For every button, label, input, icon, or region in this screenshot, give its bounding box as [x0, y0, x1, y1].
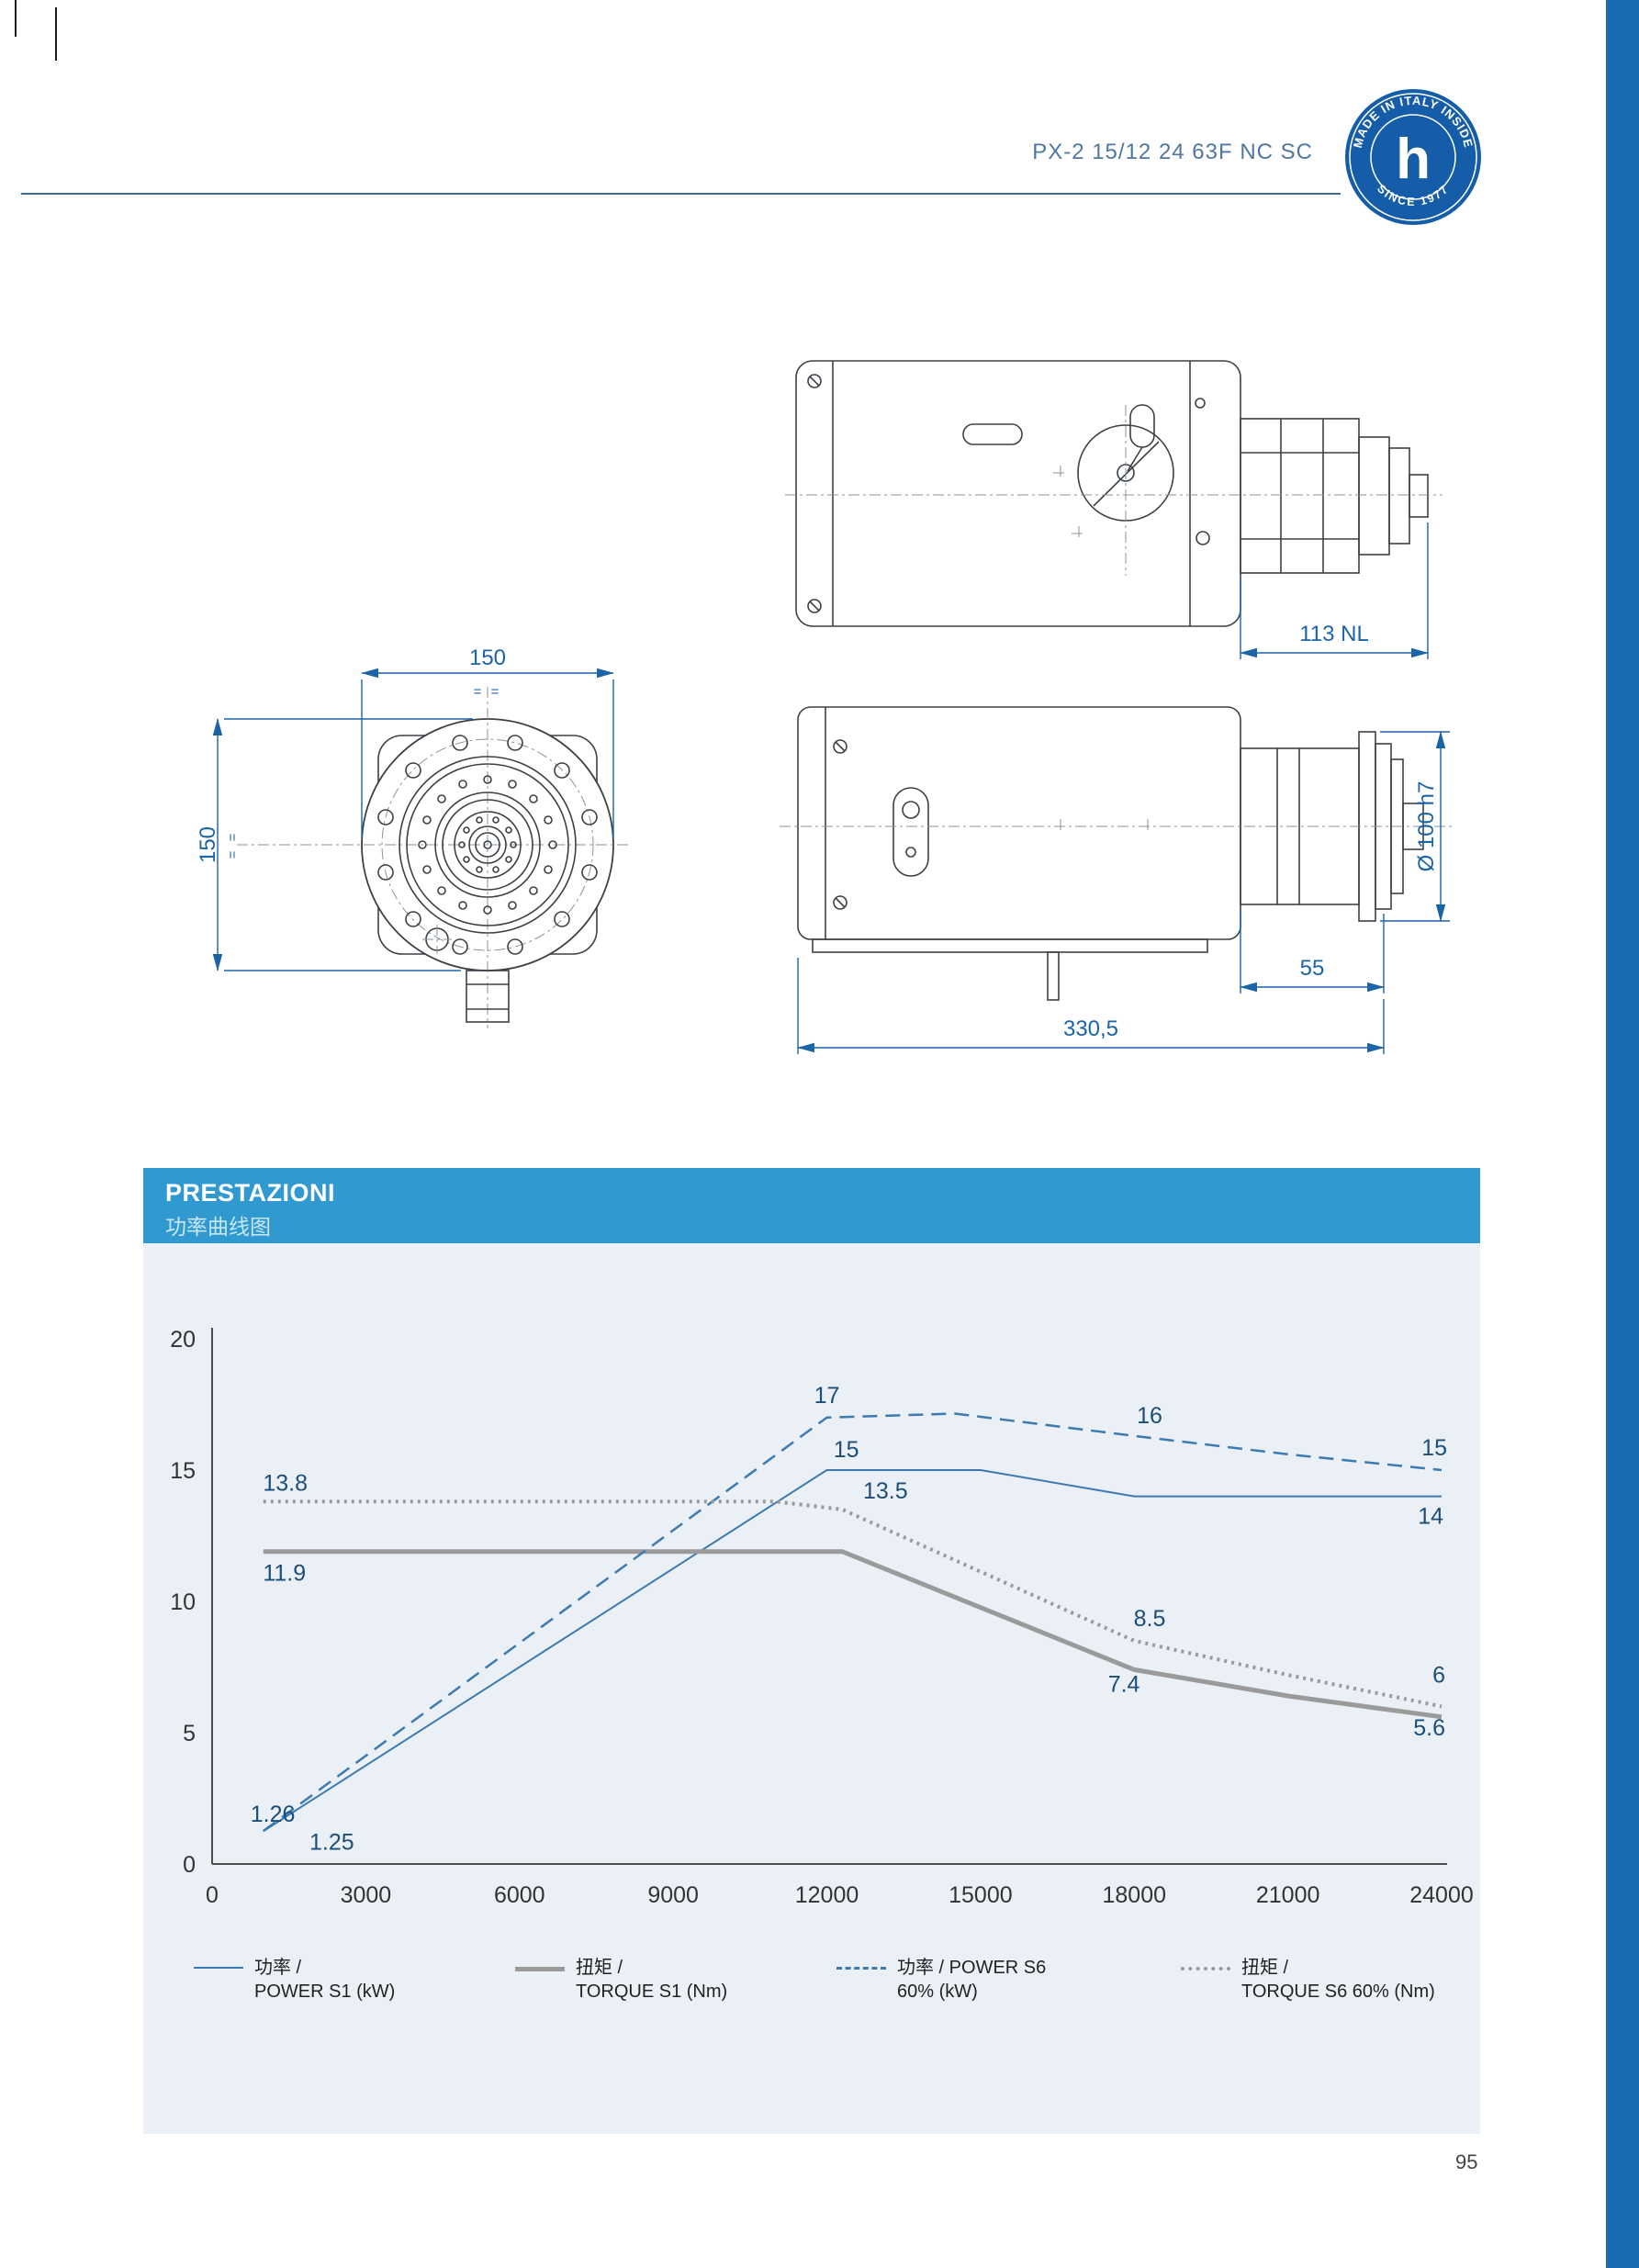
y-tick-label: 15: [170, 1458, 196, 1484]
series-0: [263, 1469, 1442, 1833]
y-tick-label: 20: [170, 1327, 196, 1353]
y-tick-label: 5: [183, 1721, 196, 1746]
made-in-italy-logo: MADE IN ITALY INSIDE SINCE 1977 h: [1344, 88, 1482, 226]
series-1: [263, 1549, 1443, 1720]
chart-point-label: 5.6: [1413, 1715, 1445, 1741]
x-tick-label: 6000: [494, 1882, 545, 1908]
x-tick-label: 3000: [341, 1882, 392, 1908]
chart-point-label: 16: [1137, 1403, 1162, 1429]
chart-legend: 功率 /POWER S1 (kW) 扭矩 /TORQUE S1 (Nm) 功率 / …: [143, 1168, 1480, 2134]
chart-point-label: 15: [834, 1437, 859, 1463]
legend-item-3: 扭矩 /TORQUE S6 60% (Nm): [1181, 1956, 1435, 2004]
legend-swatch: [515, 1967, 565, 1971]
x-tick-label: 9000: [647, 1882, 699, 1908]
performance-title: PRESTAZIONI: [165, 1179, 336, 1207]
legend-item-1: 扭矩 /TORQUE S1 (Nm): [515, 1956, 727, 2004]
performance-panel: PRESTAZIONI 功率曲线图 0 5 10 15 20 0 3000 6000 9000 1…: [143, 1168, 1480, 2134]
dim-width-label: 150: [469, 646, 506, 670]
chart-point-label: 7.4: [1108, 1671, 1140, 1697]
side-view-centerlines: [780, 819, 1455, 834]
dim-height-label: 150: [196, 826, 220, 863]
logo-circle: [1345, 89, 1481, 225]
x-tick-label: 18000: [1102, 1882, 1166, 1908]
legend-swatch: [1181, 1967, 1230, 1970]
dim-diameter-label: Ø 100 h7: [1414, 781, 1439, 872]
chart-point-label: 13.8: [263, 1470, 308, 1496]
dim-330-5-label: 330,5: [1063, 1016, 1118, 1041]
crop-mark: [55, 7, 57, 61]
chart-point-label: 17: [814, 1383, 840, 1409]
top-view-body: [795, 360, 1241, 627]
chart-point-label: 8.5: [1134, 1606, 1166, 1632]
performance-header: PRESTAZIONI 功率曲线图: [143, 1168, 1480, 1243]
dim-330-5: 330,5: [797, 958, 1385, 1054]
dim-width-150: 150 = =: [361, 646, 614, 837]
page-edge-bar: [1606, 0, 1639, 2268]
chart-point-label: 1.25: [309, 1829, 354, 1855]
logo-monogram: h: [1396, 128, 1431, 191]
x-tick-label: 24000: [1409, 1882, 1474, 1908]
front-view-bolt-holes: [377, 735, 598, 955]
series-2: [263, 1412, 1443, 1833]
x-tick-label: 0: [206, 1882, 219, 1908]
side-view-drawing: Ø 100 h7 55 330,5: [780, 706, 1455, 1054]
front-view-drawing: 150 = = 150 = =: [196, 646, 631, 1028]
logo-outer-ring: [1349, 93, 1477, 221]
dim-height-150: 150 = =: [196, 718, 473, 971]
chart-point-label: 6: [1432, 1662, 1445, 1688]
model-title: PX-2 15/12 24 63F NC SC: [1032, 140, 1313, 164]
x-tick-label: 21000: [1256, 1882, 1320, 1908]
chart-point-label: 1.26: [251, 1802, 296, 1827]
chart-point-label: 14: [1418, 1504, 1443, 1530]
crop-mark: [15, 0, 17, 37]
x-tick-label: 15000: [949, 1882, 1013, 1908]
header-rule: [21, 193, 1341, 195]
legend-label: 扭矩 /TORQUE S6 60% (Nm): [1241, 1958, 1435, 2003]
performance-subtitle: 功率曲线图: [165, 1215, 271, 1239]
chart-point-label: 15: [1421, 1435, 1447, 1461]
made-in-italy-logo-svg: MADE IN ITALY INSIDE SINCE 1977 h: [1345, 89, 1481, 225]
top-view-motor: [1240, 418, 1429, 574]
dim-width-eq-mark: = =: [474, 684, 502, 700]
side-view-body: [797, 706, 1241, 1001]
front-view-centerlines: [237, 687, 631, 1028]
y-tick-label: 0: [183, 1852, 196, 1878]
dim-113nl-label: 113 NL: [1299, 622, 1369, 646]
legend-label: 功率 /POWER S1 (kW): [254, 1958, 396, 2003]
dim-55: 55: [1240, 910, 1385, 994]
series-3: [263, 1499, 1443, 1709]
dim-diameter-100: Ø 100 h7: [1380, 731, 1450, 922]
top-view-centerlines: [785, 405, 1443, 576]
dim-55-label: 55: [1300, 956, 1325, 981]
chart-point-label: 11.9: [263, 1561, 306, 1587]
legend-item-0: 功率 /POWER S1 (kW): [194, 1956, 395, 2004]
legend-swatch: [194, 1967, 243, 1969]
front-view-connector: [466, 970, 510, 1023]
dim-113nl: 113 NL: [1240, 522, 1429, 659]
y-tick-label: 10: [170, 1589, 196, 1615]
page-number: 95: [1455, 2150, 1478, 2173]
legend-swatch: [836, 1967, 886, 1970]
legend-label: 扭矩 /TORQUE S1 (Nm): [576, 1958, 728, 2003]
performance-chart: 0 5 10 15 20 0 3000 6000 9000 12000 15000 18000 2100…: [170, 1327, 1474, 1908]
front-view-sensor: [422, 925, 452, 954]
front-view-small-holes: [418, 775, 557, 915]
front-view-gear-holes: [458, 816, 517, 873]
top-view-drawing: 113 NL: [785, 360, 1443, 659]
logo-inner-ring: [1370, 114, 1456, 200]
chart-point-label: 13.5: [863, 1478, 908, 1504]
dim-height-eq-mark: = =: [225, 831, 241, 859]
x-tick-label: 12000: [795, 1882, 859, 1908]
front-view-rings: [399, 756, 577, 934]
